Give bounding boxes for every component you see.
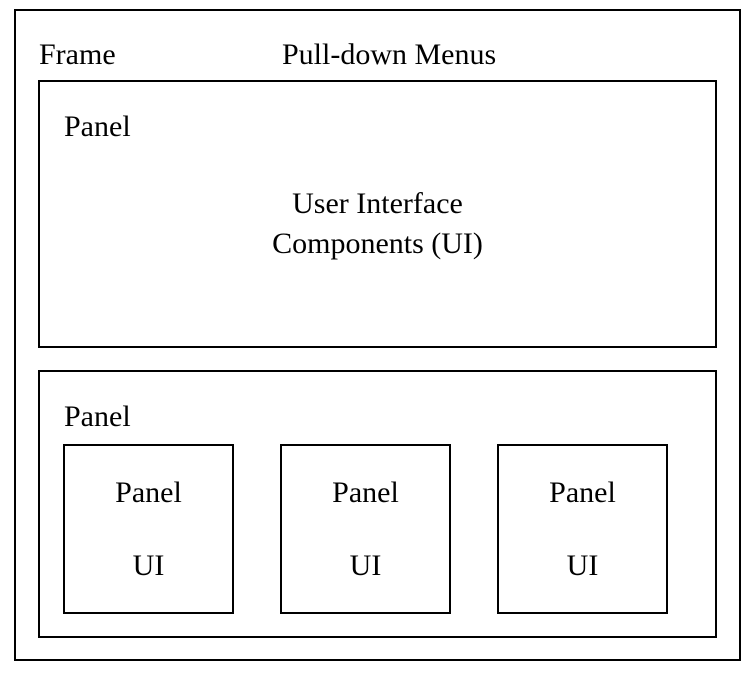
sub-panel-ui: UI xyxy=(566,549,599,582)
sub-panel-label: Panel xyxy=(115,476,182,509)
top-panel-label: Panel xyxy=(64,110,131,143)
pull-down-menus-label: Pull-down Menus xyxy=(282,38,497,71)
sub-panel-3: Panel UI xyxy=(497,444,668,614)
sub-panel-ui: UI xyxy=(349,549,382,582)
ui-components-line-1: User Interface xyxy=(292,187,463,220)
ui-components-line-2: Components (UI) xyxy=(272,227,483,260)
bottom-panel: Panel Panel UI Panel UI Panel UI xyxy=(38,370,717,638)
sub-panel-ui: UI xyxy=(132,549,165,582)
sub-panel-label: Panel xyxy=(332,476,399,509)
top-panel: Panel User Interface Components (UI) xyxy=(38,80,717,348)
bottom-panel-label: Panel xyxy=(64,400,131,433)
sub-panel-label: Panel xyxy=(549,476,616,509)
sub-panel-2: Panel UI xyxy=(280,444,451,614)
ui-components-description: User Interface Components (UI) xyxy=(40,184,715,264)
sub-panel-1: Panel UI xyxy=(63,444,234,614)
frame-label: Frame xyxy=(39,38,116,71)
